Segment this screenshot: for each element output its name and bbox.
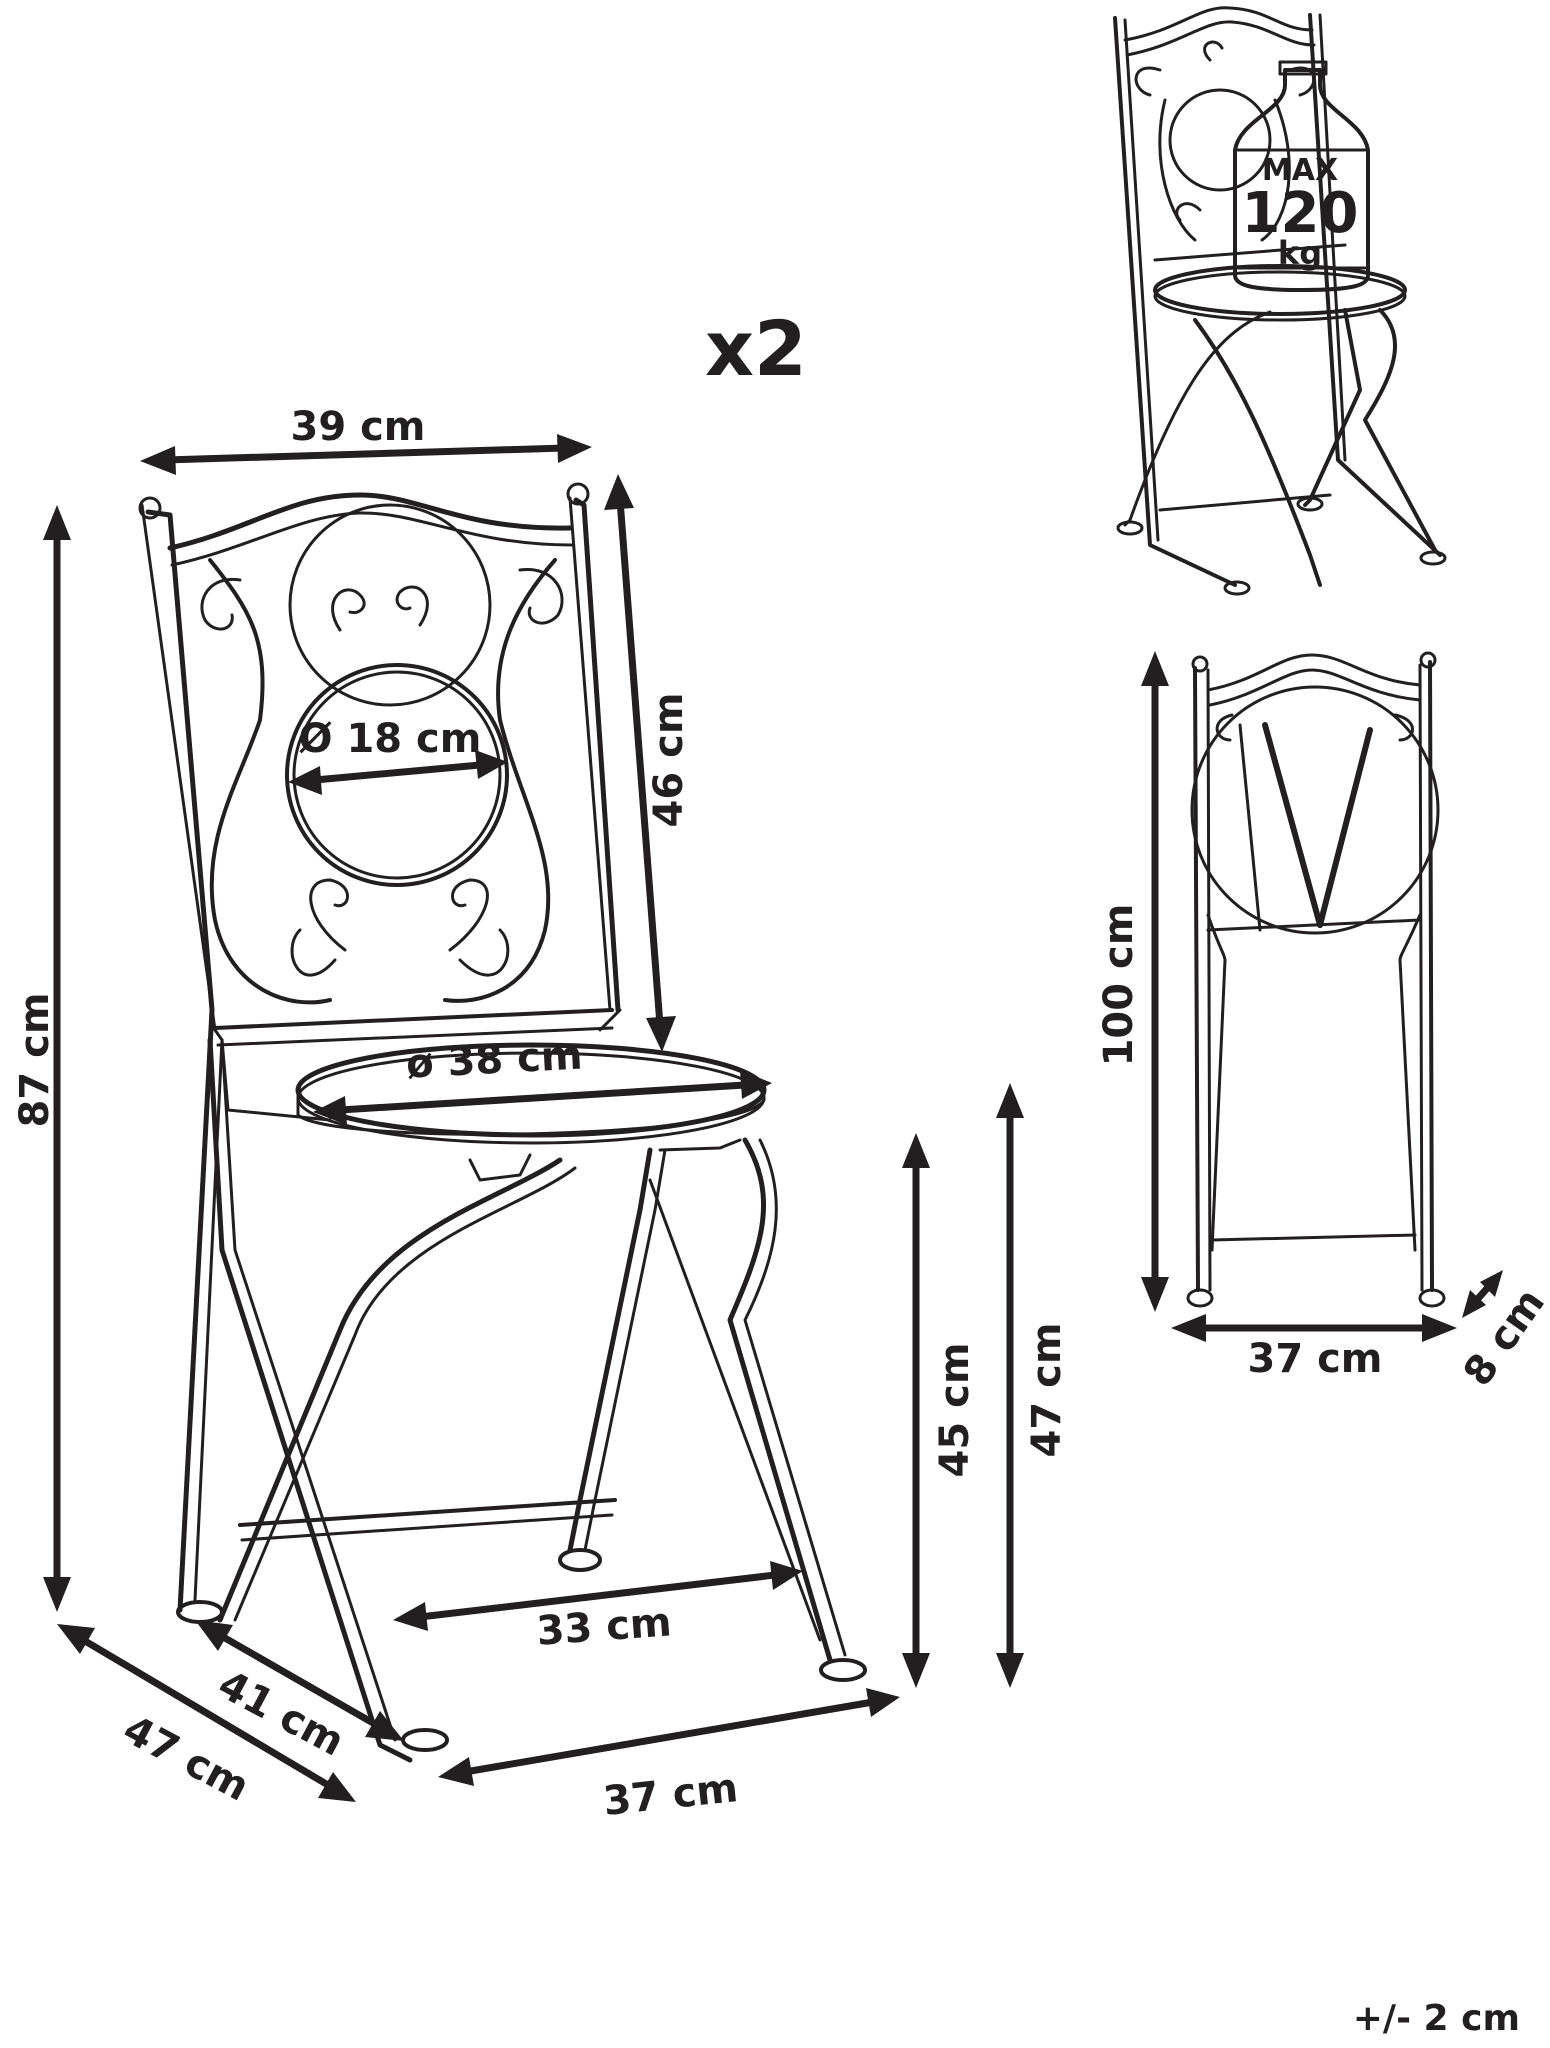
label-folded-width: 37 cm [1248, 1336, 1383, 1382]
label-total-height: 87 cm [12, 993, 58, 1128]
weight-label-unit: kg [1278, 234, 1322, 272]
label-seat-height-top: 47 cm [1024, 1323, 1070, 1458]
label-depth-inner: 41 cm [211, 1662, 352, 1766]
dimension-labels: x2 39 cm 87 cm 46 cm Ø 18 cm ø 38 cm 45 … [12, 304, 1550, 2039]
label-leg-spread: 33 cm [535, 1599, 673, 1654]
folded-chair-drawing [1186, 651, 1446, 1308]
label-backrest-height: 46 cm [646, 693, 692, 828]
label-base-width: 37 cm [601, 1765, 740, 1825]
folded-dimension-arrows [1141, 651, 1503, 1342]
label-folded-height: 100 cm [1096, 904, 1142, 1067]
label-medallion-diameter: Ø 18 cm [299, 716, 482, 762]
label-backrest-width: 39 cm [291, 404, 426, 450]
main-dimension-arrows [43, 434, 1024, 1802]
label-depth-total: 47 cm [116, 1707, 257, 1811]
main-chair-drawing [138, 482, 867, 1763]
weight-bottle-icon: MAX 120 kg [1233, 60, 1370, 292]
weight-label-max: MAX [1262, 153, 1338, 188]
tolerance-label: +/- 2 cm [1353, 1998, 1520, 2039]
label-seat-height: 45 cm [932, 1343, 978, 1478]
loaded-chair-drawing [1113, 6, 1447, 596]
quantity-label: x2 [705, 304, 807, 393]
label-seat-diameter: ø 38 cm [405, 1032, 584, 1087]
weight-label-value: 120 [1242, 181, 1359, 246]
